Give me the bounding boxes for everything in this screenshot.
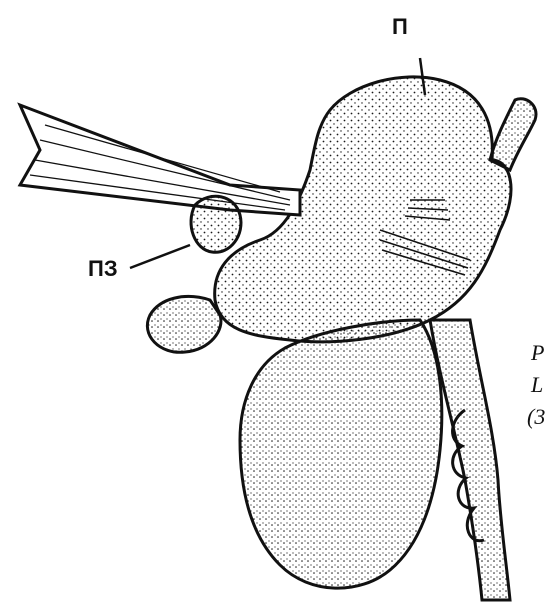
top-label: П: [392, 14, 408, 40]
left-label: ПЗ: [88, 256, 118, 282]
lower-sac-shape: [240, 320, 442, 588]
left-bulge-shape: [147, 296, 221, 352]
descending-tube-shape: [430, 320, 510, 600]
muscle-band-shape: [20, 105, 300, 215]
constriction-shape: [191, 196, 241, 252]
caption-fragment-1: P: [531, 340, 544, 366]
caption-fragment-3: (3: [527, 404, 545, 430]
caption-fragment-2: L: [531, 372, 543, 398]
upper-duct-shape: [490, 99, 536, 170]
left-label-leader: [130, 245, 190, 268]
